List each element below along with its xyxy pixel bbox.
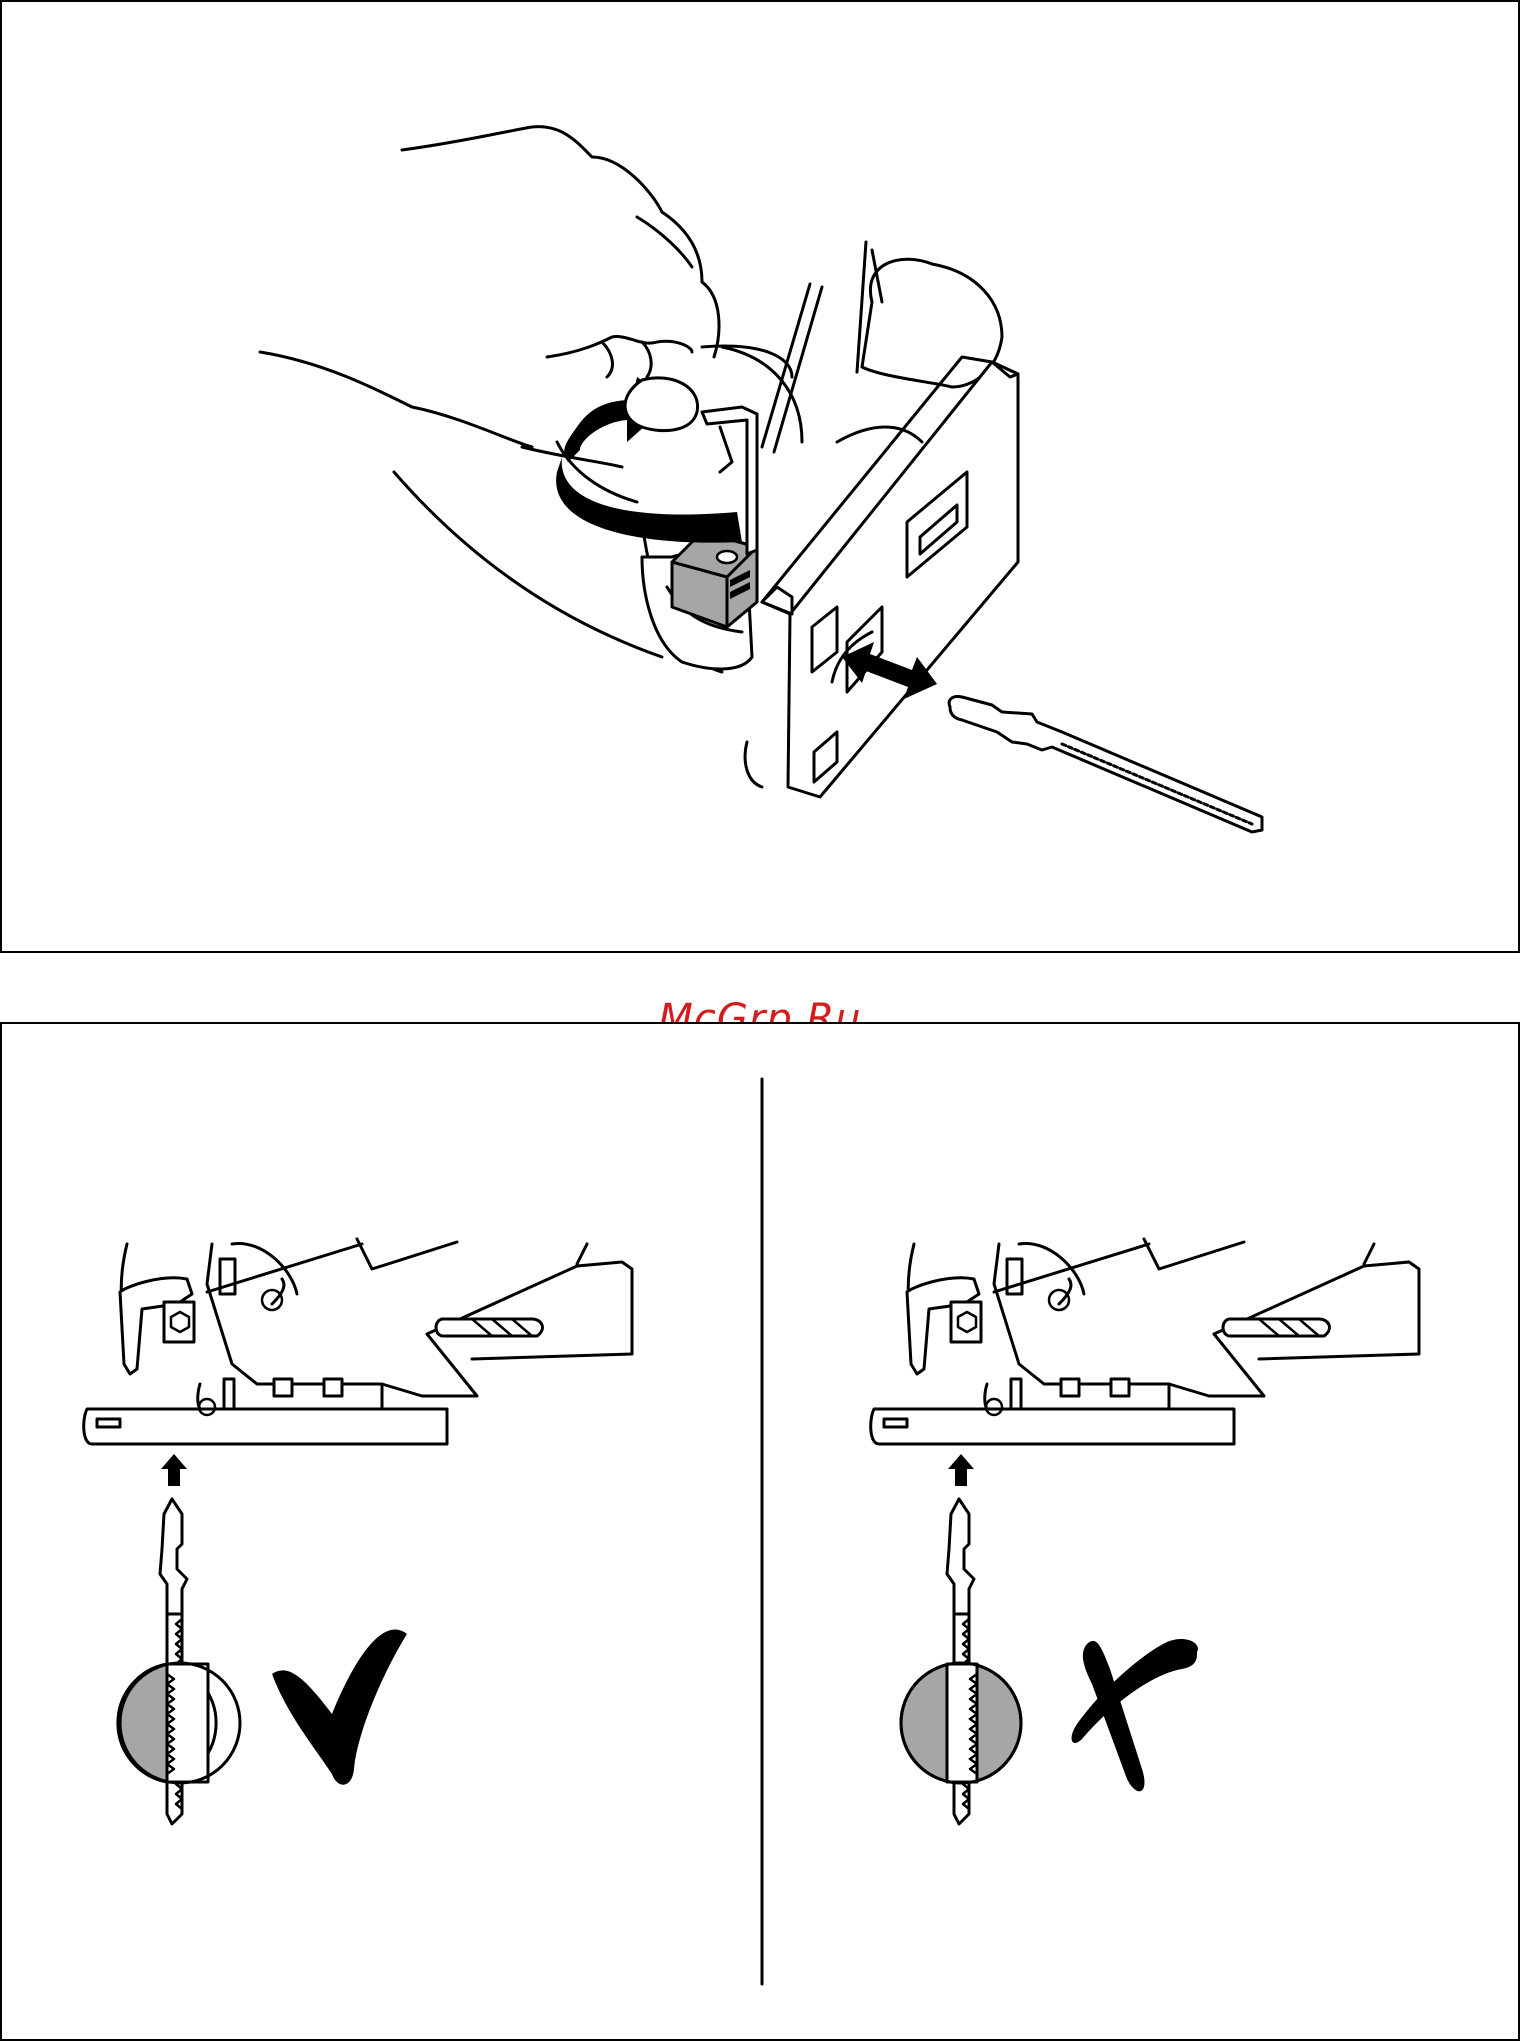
- jigsaw-shoe-icon: [745, 357, 1018, 797]
- saw-blade-icon: [949, 697, 1262, 832]
- blade-install-illustration: [2, 2, 1518, 951]
- cross-mark-icon: [1072, 1639, 1198, 1791]
- blade-clamp-icon: [672, 532, 757, 627]
- bottom-illustration-panel: [0, 1022, 1520, 2041]
- hand-icon: [260, 127, 719, 502]
- blade-orientation-comparison: [2, 1024, 1518, 2039]
- checkmark-icon: [272, 1629, 407, 1784]
- incorrect-orientation-figure: [871, 1239, 1419, 1824]
- correct-orientation-figure: [84, 1239, 632, 1824]
- blade-detail-circle-correct: [118, 1663, 240, 1783]
- blade-detail-circle-incorrect: [901, 1663, 1021, 1783]
- top-illustration-panel: [0, 0, 1520, 953]
